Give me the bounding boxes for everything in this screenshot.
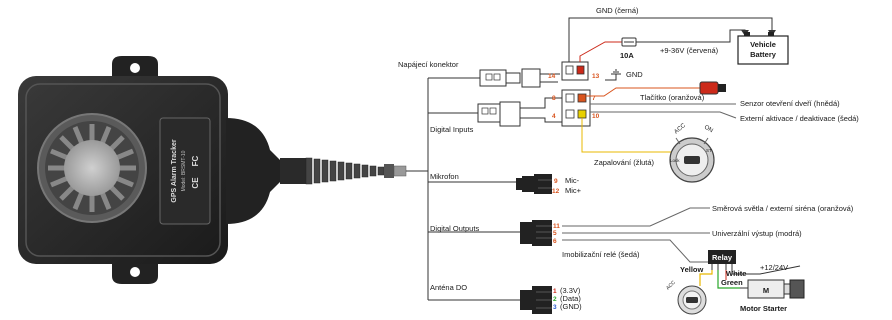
label-yellow: Yellow (680, 265, 704, 274)
button-wire (586, 87, 700, 97)
label-12-24v: +12/24V (760, 263, 788, 272)
label-gnd-black: GND (černá) (596, 6, 639, 15)
label-ext: Externí aktivace / deaktivace (šedá) (740, 114, 859, 123)
label-3v3: (3.3V) (560, 286, 581, 295)
label-door: Senzor otevření dveří (hnědá) (740, 99, 840, 108)
key-lock: Lock (670, 158, 680, 163)
label-motor-starter: Motor Starter (740, 304, 787, 313)
relay-white-wire (731, 265, 801, 275)
main-cable (226, 118, 407, 224)
label-immob: Imobilizační relé (šedá) (562, 250, 640, 259)
pin-7: 7 (592, 95, 596, 102)
out-wire-11 (562, 207, 710, 227)
battery-label-1: Vehicle (750, 40, 776, 49)
pin-10: 10 (592, 113, 600, 120)
svg-text:ACC: ACC (665, 279, 677, 291)
antenna-connector (520, 286, 552, 314)
key-acc: ACC (673, 122, 687, 135)
battery-icon: Vehicle Battery (737, 32, 789, 65)
label-light: Směrová světla / externí siréna (oranžov… (712, 204, 854, 213)
device-label-line1: GPS Alarm Tracker (171, 139, 178, 202)
mic-connector (516, 174, 552, 194)
label-fuse: 10A (620, 51, 634, 60)
label-green: Green (721, 278, 743, 287)
key-on: ON (703, 125, 714, 135)
ant-pin-1: 1 (553, 288, 557, 295)
pin-14: 14 (548, 73, 556, 80)
motor-starter-icon: M (740, 279, 805, 299)
pin-8: 8 (552, 95, 556, 102)
out-pin-5: 5 (553, 230, 557, 237)
key-st: ST (706, 148, 712, 153)
pin-4: 4 (552, 113, 556, 120)
label-power-connector: Napájecí konektor (398, 60, 459, 69)
label-mic-minus: Mic- (565, 176, 580, 185)
out-pin-11: 11 (553, 223, 560, 230)
label-ignition: Zapalování (žlutá) (594, 158, 655, 167)
ant-pin-3: 3 (553, 304, 557, 311)
ground-icon (605, 69, 621, 81)
plus-wire (579, 41, 622, 62)
relay-icon: Relay (708, 250, 736, 270)
out-pin-6: 6 (553, 238, 557, 245)
mic-pin-9: 9 (554, 178, 558, 185)
power-connector (479, 68, 560, 88)
motor-label: M (763, 286, 769, 295)
digital-inputs-connector (477, 97, 562, 127)
push-button-icon (699, 81, 726, 95)
inputs-terminal (561, 89, 591, 127)
label-digital-inputs: Digital Inputs (430, 125, 474, 134)
branch-wires (406, 77, 522, 301)
ignition-key-icon: ACC ON Lock ST (669, 122, 715, 183)
relay-label: Relay (712, 253, 733, 262)
mic-pin-12: 12 (552, 188, 560, 195)
label-univ: Univerzální výstup (modrá) (712, 229, 802, 238)
fc-mark: FC (191, 155, 200, 166)
label-data: (Data) (560, 294, 581, 303)
label-ant-gnd: (GND) (560, 302, 582, 311)
ignition-wire (581, 118, 689, 153)
pin-13: 13 (592, 73, 600, 80)
label-antenna: Anténa DO (430, 283, 467, 292)
speaker-grille (37, 113, 147, 223)
gnd-wire (568, 17, 773, 62)
label-white: White (726, 269, 746, 278)
relay-yellow-wire (699, 270, 713, 286)
ce-mark: CE (191, 177, 200, 189)
power-terminal (561, 61, 589, 81)
label-digital-outputs: Digital Outputs (430, 224, 479, 233)
label-button: Tlačítko (oranžová) (640, 93, 705, 102)
fuse-icon (621, 37, 637, 47)
label-plus-red: +9-36V (červená) (660, 46, 719, 55)
gps-tracker-device: GPS Alarm Tracker Model: BRSMT-10 CE FC (18, 56, 228, 284)
relay-green-wire (717, 270, 740, 289)
out-wire-6 (562, 239, 708, 263)
label-mic: Mikrofon (430, 172, 459, 181)
ignition-key-icon-2: ACC (665, 279, 707, 315)
digital-outputs-connector (520, 220, 552, 246)
device-label-line2: Model: BRSMT-10 (181, 150, 187, 191)
label-mic-plus: Mic+ (565, 186, 582, 195)
ext-wire (590, 111, 737, 119)
battery-label-2: Battery (750, 50, 777, 59)
ant-pin-2: 2 (553, 296, 557, 303)
label-gnd: GND (626, 70, 643, 79)
